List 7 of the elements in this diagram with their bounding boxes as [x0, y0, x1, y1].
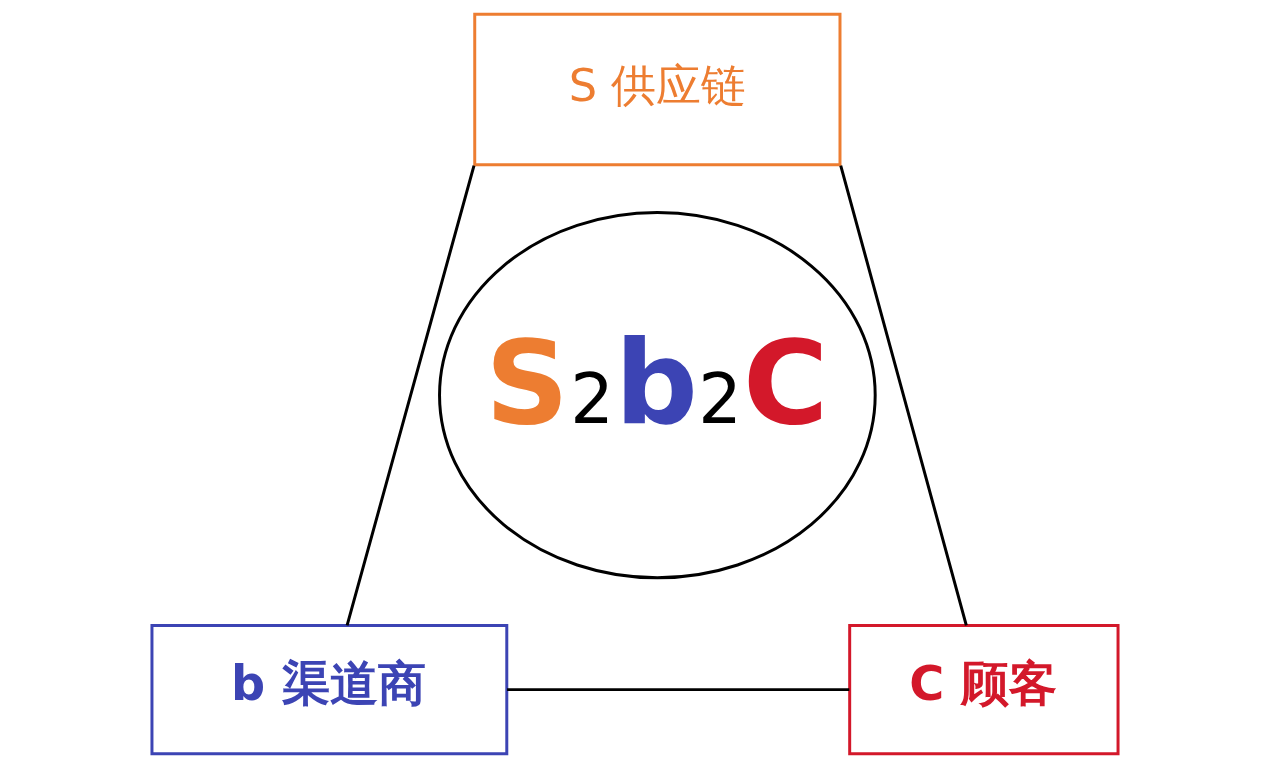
connector: [345, 165, 476, 626]
node-ellipse: S2b2C: [438, 211, 877, 580]
connector: [507, 688, 850, 692]
node-box: b 渠道商: [150, 624, 509, 756]
connector: [839, 165, 968, 626]
node-box: S 供应链: [473, 12, 842, 167]
node-box: C 顾客: [848, 624, 1120, 756]
